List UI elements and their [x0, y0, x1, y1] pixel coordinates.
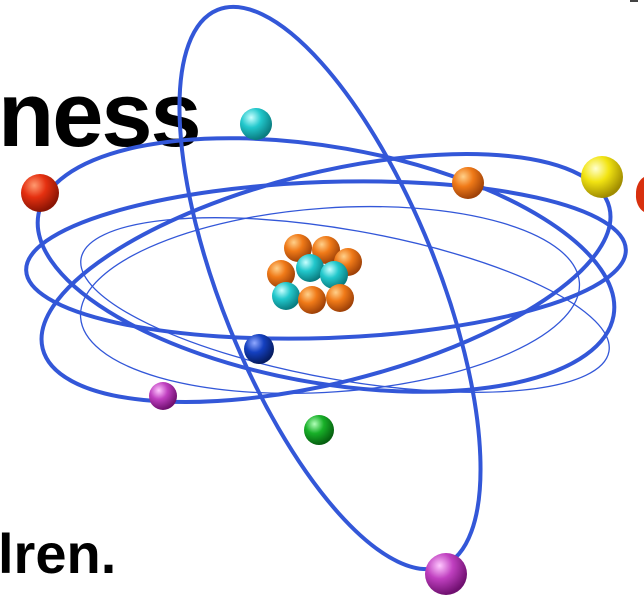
electron-blue — [244, 334, 274, 364]
electron-red-partial — [636, 177, 644, 212]
electron-magenta-large — [425, 553, 467, 595]
electron-yellow — [581, 156, 623, 198]
nucleus — [267, 234, 362, 314]
electron-cyan — [240, 108, 272, 140]
electron-green — [304, 415, 334, 445]
electron-magenta-small — [149, 382, 177, 410]
electron-orange — [452, 167, 484, 199]
electron-red — [21, 174, 59, 212]
orbits — [17, 0, 634, 599]
